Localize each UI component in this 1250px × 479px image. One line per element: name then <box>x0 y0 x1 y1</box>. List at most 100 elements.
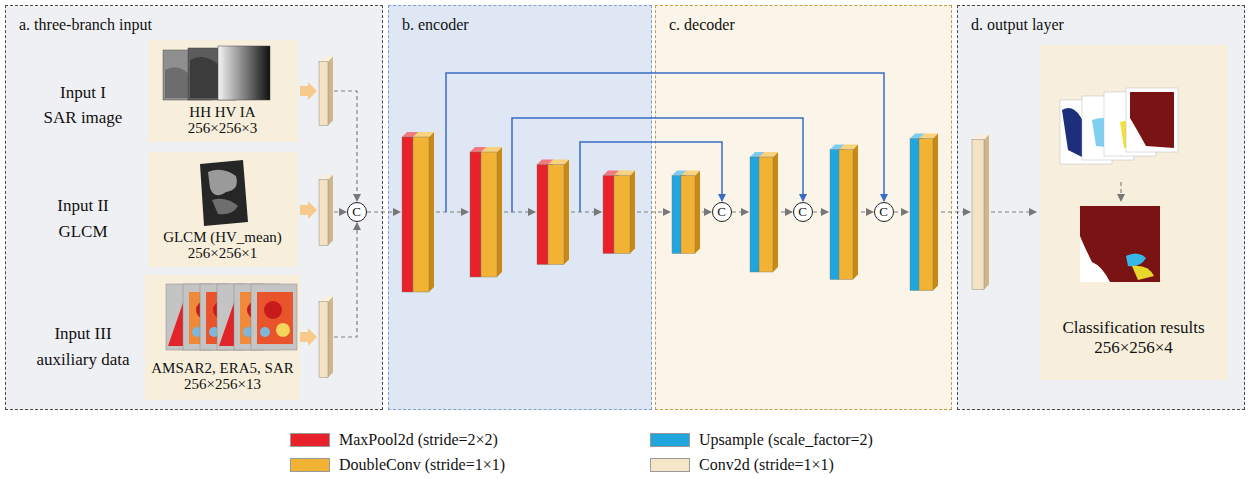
auxiliary-image <box>208 323 222 337</box>
conv2d-block <box>984 135 989 290</box>
auxiliary-image <box>206 292 242 344</box>
upsample-block <box>681 171 686 254</box>
doubleconv-block <box>548 160 569 265</box>
data-name-text: GLCM (HV_mean) <box>163 229 282 245</box>
class-map <box>1060 100 1112 164</box>
concat-circle: C <box>347 202 367 222</box>
doubleconv-block <box>614 171 635 254</box>
upsample-block <box>750 157 759 272</box>
conv2d-block <box>972 135 989 140</box>
flow-arrow <box>504 211 535 212</box>
doubleconv-block <box>695 171 700 254</box>
maxpool-block <box>413 132 418 292</box>
input-box: AMSAR2, ERA5, SAR256×256×13 <box>145 275 300 400</box>
input-number: Input II <box>18 196 148 216</box>
flow-arrow <box>436 211 468 212</box>
doubleconv-block <box>413 132 434 137</box>
auxiliary-image <box>192 327 202 337</box>
glcm-image <box>200 160 248 226</box>
maxpool-block <box>614 171 619 254</box>
flow-arrow <box>813 211 828 212</box>
input-number: Input III <box>18 324 148 344</box>
flow-arrow <box>1120 182 1121 201</box>
class-map <box>1092 118 1122 148</box>
auxiliary-image <box>183 284 229 350</box>
data-name-text: Classification results <box>1062 318 1204 338</box>
doubleconv-block <box>759 152 778 272</box>
branch-arrow <box>300 201 317 219</box>
class-map <box>1060 100 1112 164</box>
legend-item: DoubleConv (stride=1×1) <box>290 456 505 474</box>
maxpool-block <box>481 147 486 277</box>
output-box: Classification results256×256×4 <box>1040 45 1228 380</box>
auxiliary-image <box>200 284 246 350</box>
concat-symbol: C <box>879 205 888 218</box>
maxpool-block <box>402 132 418 292</box>
maxpool-block <box>470 147 486 277</box>
input-name: SAR image <box>18 108 148 128</box>
upsample-block <box>750 152 764 157</box>
legend-text: MaxPool2d (stride=2×2) <box>339 431 498 449</box>
encoder-panel: b. encoder <box>388 5 652 410</box>
branch-arrow <box>300 328 317 346</box>
result-map <box>1132 266 1154 280</box>
doubleconv-block <box>614 171 635 176</box>
data-name-text: AMSAR2, ERA5, SAR <box>151 360 294 376</box>
legend-item: Upsample (scale_factor=2) <box>650 431 873 449</box>
sar-hv-image <box>188 48 236 100</box>
doubleconv-block <box>681 171 700 254</box>
panel-heading: c. decoder <box>669 15 735 35</box>
auxiliary-image <box>264 301 282 319</box>
class-map <box>1082 96 1134 160</box>
input-name: GLCM <box>18 222 148 242</box>
doubleconv-block <box>548 165 564 265</box>
branch-arrow <box>300 82 317 100</box>
flow-arrow <box>861 211 873 212</box>
upsample-block <box>919 134 924 291</box>
auxiliary-image <box>166 284 212 350</box>
doubleconv-block <box>564 160 569 265</box>
result-map <box>1080 206 1160 282</box>
concat-circle: C <box>793 202 813 222</box>
doubleconv-block <box>759 152 778 157</box>
upsample-block <box>839 145 844 280</box>
class-map <box>1120 121 1148 150</box>
auxiliary-image <box>219 294 239 346</box>
tensor-size: 256×256×4 <box>1094 338 1173 358</box>
data-name-text: HH HV IA <box>189 104 255 120</box>
upsample-block <box>672 171 686 254</box>
auxiliary-image <box>247 301 265 319</box>
panel-heading: a. three-branch input <box>19 15 152 35</box>
auxiliary-image <box>209 327 219 337</box>
auxiliary-image <box>260 327 270 337</box>
class-map <box>1062 108 1090 158</box>
upsample-block <box>910 134 924 291</box>
skip-connection <box>580 142 722 212</box>
maxpool-block <box>402 132 418 137</box>
auxiliary-image <box>234 284 280 350</box>
doubleconv-block <box>839 145 858 150</box>
doubleconv-block <box>919 134 938 291</box>
upsample-block <box>672 171 686 176</box>
concat-circle: C <box>712 202 732 222</box>
conv2d-block <box>319 175 333 246</box>
concat-symbol: C <box>798 205 807 218</box>
conv2d-block <box>319 57 333 126</box>
doubleconv-block <box>681 176 695 254</box>
flow-arrow <box>637 211 670 212</box>
glcm-image <box>212 199 238 214</box>
class-map <box>1130 92 1174 148</box>
doubleconv-block <box>773 152 778 272</box>
maxpool-block <box>537 160 553 165</box>
conv2d-block <box>972 140 984 290</box>
result-map <box>1080 206 1160 282</box>
doubleconv-block <box>413 137 429 292</box>
maxpool-block <box>470 147 486 152</box>
doubleconv-block <box>853 145 858 280</box>
auxiliary-image <box>217 284 263 350</box>
legend-item: Conv2d (stride=1×1) <box>650 456 834 474</box>
legend-swatch <box>650 433 690 447</box>
class-map <box>1126 88 1178 152</box>
auxiliary-image <box>168 294 188 346</box>
